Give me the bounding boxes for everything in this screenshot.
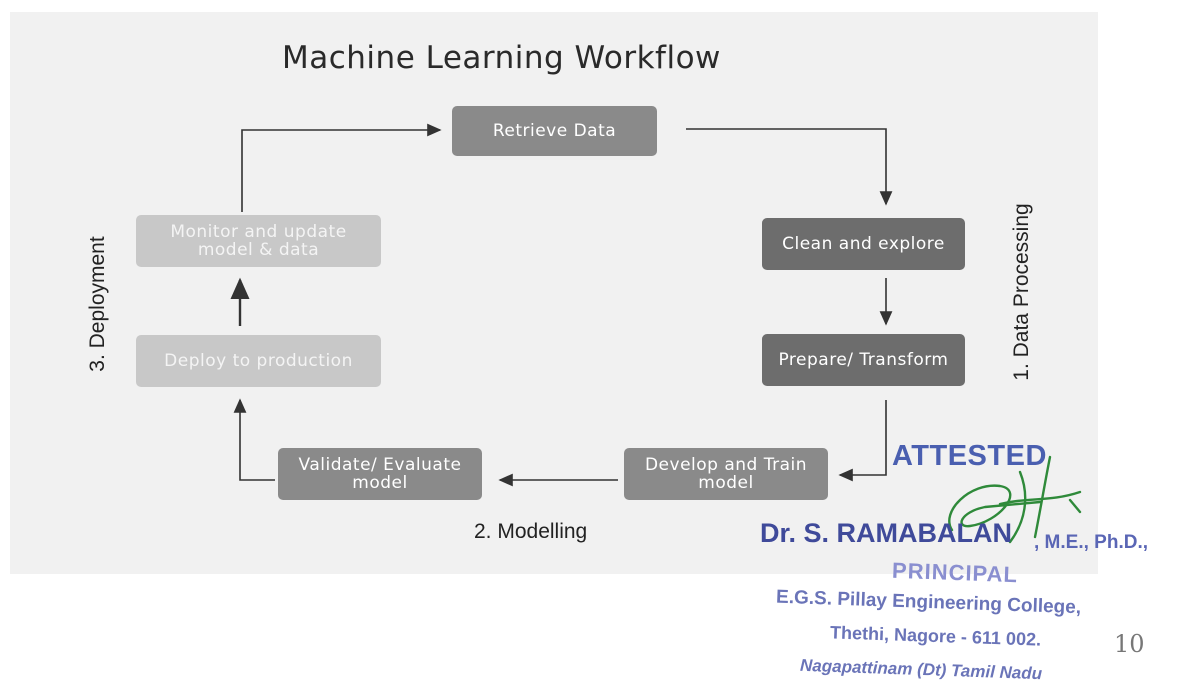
arrow-validate-to-deploy: [233, 398, 275, 481]
stamp-degree: , M.E., Ph.D.,: [1034, 532, 1149, 553]
stage-deployment-label: 3. Deployment: [86, 236, 109, 372]
step-retrieve-data: Retrieve Data: [452, 106, 657, 156]
arrow-monitor-to-retrieve: [241, 123, 442, 212]
stamp-designation: PRINCIPAL: [891, 557, 1019, 588]
diagram-title: Machine Learning Workflow: [282, 40, 721, 76]
stage-data-processing-label: 1. Data Processing: [1010, 203, 1033, 381]
handwritten-page-number: 10: [1114, 630, 1145, 658]
step-develop-train: Develop and Train model: [624, 448, 828, 500]
step-prepare-transform: Prepare/ Transform: [762, 334, 965, 386]
signature-image: [948, 455, 1082, 544]
step-validate-evaluate: Validate/ Evaluate model: [278, 448, 482, 500]
step-clean-explore: Clean and explore: [762, 218, 965, 270]
step-monitor-update: Monitor and update model & data: [136, 215, 381, 267]
arrow-prepare-to-develop: [838, 400, 887, 482]
attested-stamp-text: ATTESTED: [892, 440, 1047, 472]
step-deploy-production: Deploy to production: [136, 335, 381, 387]
stage-modelling-label: 2. Modelling: [474, 520, 588, 543]
stamp-name: Dr. S. RAMABALAN: [760, 518, 1013, 548]
arrow-retrieve-to-clean: [686, 128, 893, 206]
